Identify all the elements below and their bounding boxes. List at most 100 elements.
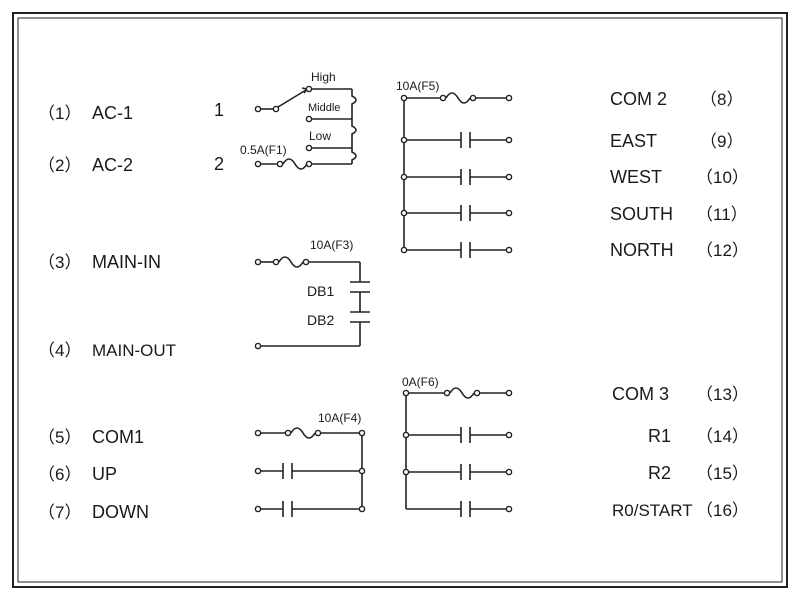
relay-circuit: 0A(F6)	[402, 375, 513, 517]
down-terminal	[254, 505, 262, 513]
fuse-f3-terminal-b	[302, 258, 310, 266]
fuse-f5-label: 10A(F5)	[396, 79, 439, 93]
com2-bus-top-node	[400, 94, 408, 102]
terminal-16-name: R0/START	[612, 501, 693, 520]
terminal-4-number: （4）	[38, 341, 81, 360]
terminal-5-name: COM1	[92, 427, 144, 447]
terminal-5-number: （5）	[38, 428, 81, 447]
terminal-6-name: UP	[92, 464, 117, 484]
fuse-f3-terminal-a	[272, 258, 280, 266]
selector-low-label: Low	[309, 129, 331, 143]
main-out-terminal	[254, 342, 262, 350]
main-in-terminal	[254, 258, 262, 266]
east-bus-node	[400, 136, 408, 144]
terminal-13-name: COM 3	[612, 384, 669, 404]
terminal-2-name: AC-2	[92, 155, 133, 175]
terminal-6-number: （6）	[38, 465, 81, 484]
outer-border	[12, 12, 788, 588]
terminal-11-number: （11）	[696, 205, 748, 224]
selector-high-label: High	[311, 70, 336, 84]
fuse-f6-label: 0A(F6)	[402, 375, 439, 389]
terminal-15-name: R2	[648, 463, 671, 483]
down-bus-node	[358, 505, 366, 513]
up-down-circuit: 10A(F4)	[254, 411, 366, 517]
terminal-1-name: AC-1	[92, 103, 133, 123]
terminal-16-number: （16）	[696, 501, 749, 520]
west-terminal	[505, 173, 513, 181]
up-terminal	[254, 467, 262, 475]
selector-low-contact	[305, 144, 313, 152]
r0-start-terminal	[505, 505, 513, 513]
terminal-10-number: （10）	[696, 168, 749, 187]
terminal-12-name: NORTH	[610, 240, 674, 260]
terminal-10-name: WEST	[610, 167, 662, 187]
fuse-f5-terminal-b	[469, 94, 477, 102]
selector-input-2-label: 2	[214, 154, 224, 174]
terminal-8-number: （8）	[700, 90, 743, 109]
terminal-3-number: （3）	[38, 253, 81, 272]
terminal-1-number: （1）	[38, 104, 81, 123]
fuse-f1-label: 0.5A(F1)	[240, 143, 287, 157]
main-power-circuit: 10A(F3) DB1 DB2	[254, 238, 370, 350]
selector-common-contact	[305, 160, 313, 168]
west-bus-node	[400, 173, 408, 181]
com3-terminal	[505, 389, 513, 397]
com2-terminal	[505, 94, 513, 102]
south-bus-node	[400, 209, 408, 217]
selector-middle-label: Middle	[308, 102, 340, 114]
terminal-13-number: （13）	[696, 385, 749, 404]
com1-terminal	[254, 429, 262, 437]
terminal-14-name: R1	[648, 426, 671, 446]
terminal-9-name: EAST	[610, 131, 657, 151]
terminal-7-name: DOWN	[92, 502, 149, 522]
terminal-9-number: （9）	[700, 132, 743, 151]
fuse-f1-symbol	[282, 158, 308, 170]
terminal-7-number: （7）	[38, 503, 81, 522]
fuse-f1-terminal-a	[276, 160, 284, 168]
selector-input-1-terminal	[254, 105, 262, 113]
selector-middle-contact	[305, 115, 313, 123]
r2-bus-node	[402, 468, 410, 476]
east-terminal	[505, 136, 513, 144]
wiring-diagram-frame: （1） AC-1 （2） AC-2 （3） MAIN-IN （4） MAIN-O…	[12, 12, 788, 588]
north-bus-node	[400, 246, 408, 254]
north-terminal	[505, 246, 513, 254]
selector-coil-loops	[351, 89, 357, 164]
r2-terminal	[505, 468, 513, 476]
fuse-f6-terminal-a	[443, 389, 451, 397]
fuse-f6-terminal-b	[473, 389, 481, 397]
left-terminal-labels: （1） AC-1 （2） AC-2 （3） MAIN-IN （4） MAIN-O…	[38, 103, 176, 522]
selector-high-contact	[305, 85, 313, 93]
r1-terminal	[505, 431, 513, 439]
selector-input-2-terminal	[254, 160, 262, 168]
selector-input-1-label: 1	[214, 100, 224, 120]
com1-bus-node	[358, 429, 366, 437]
inner-border	[17, 17, 783, 583]
fuse-f4-label: 10A(F4)	[318, 411, 361, 425]
terminal-8-name: COM 2	[610, 89, 667, 109]
fuse-f3-symbol	[278, 256, 304, 268]
terminal-14-number: （14）	[696, 427, 749, 446]
direction-circuit: 10A(F5)	[396, 79, 513, 258]
terminal-2-number: （2）	[38, 156, 81, 175]
selector-lever	[277, 89, 307, 108]
selector-pivot	[272, 105, 280, 113]
db1-label: DB1	[307, 283, 334, 299]
fuse-f5-terminal-a	[439, 94, 447, 102]
right-terminal-labels: COM 2 （8） EAST （9） WEST （10） SOUTH （11） …	[610, 89, 749, 520]
fuse-f4-terminal-b	[314, 429, 322, 437]
terminal-15-number: （15）	[696, 464, 749, 483]
r1-bus-node	[402, 431, 410, 439]
up-bus-node	[358, 467, 366, 475]
speed-selector-switch: 1 2 High Middle Low 0.5A(F1)	[214, 70, 357, 174]
terminal-12-number: （12）	[696, 241, 749, 260]
fuse-f6-symbol	[449, 387, 475, 399]
fuse-f4-symbol	[290, 427, 316, 439]
terminal-4-name: MAIN-OUT	[92, 341, 176, 360]
com3-bus-top-node	[402, 389, 410, 397]
fuse-f4-terminal-a	[284, 429, 292, 437]
south-terminal	[505, 209, 513, 217]
db2-label: DB2	[307, 312, 334, 328]
fuse-f3-label: 10A(F3)	[310, 238, 353, 252]
terminal-11-name: SOUTH	[610, 204, 673, 224]
